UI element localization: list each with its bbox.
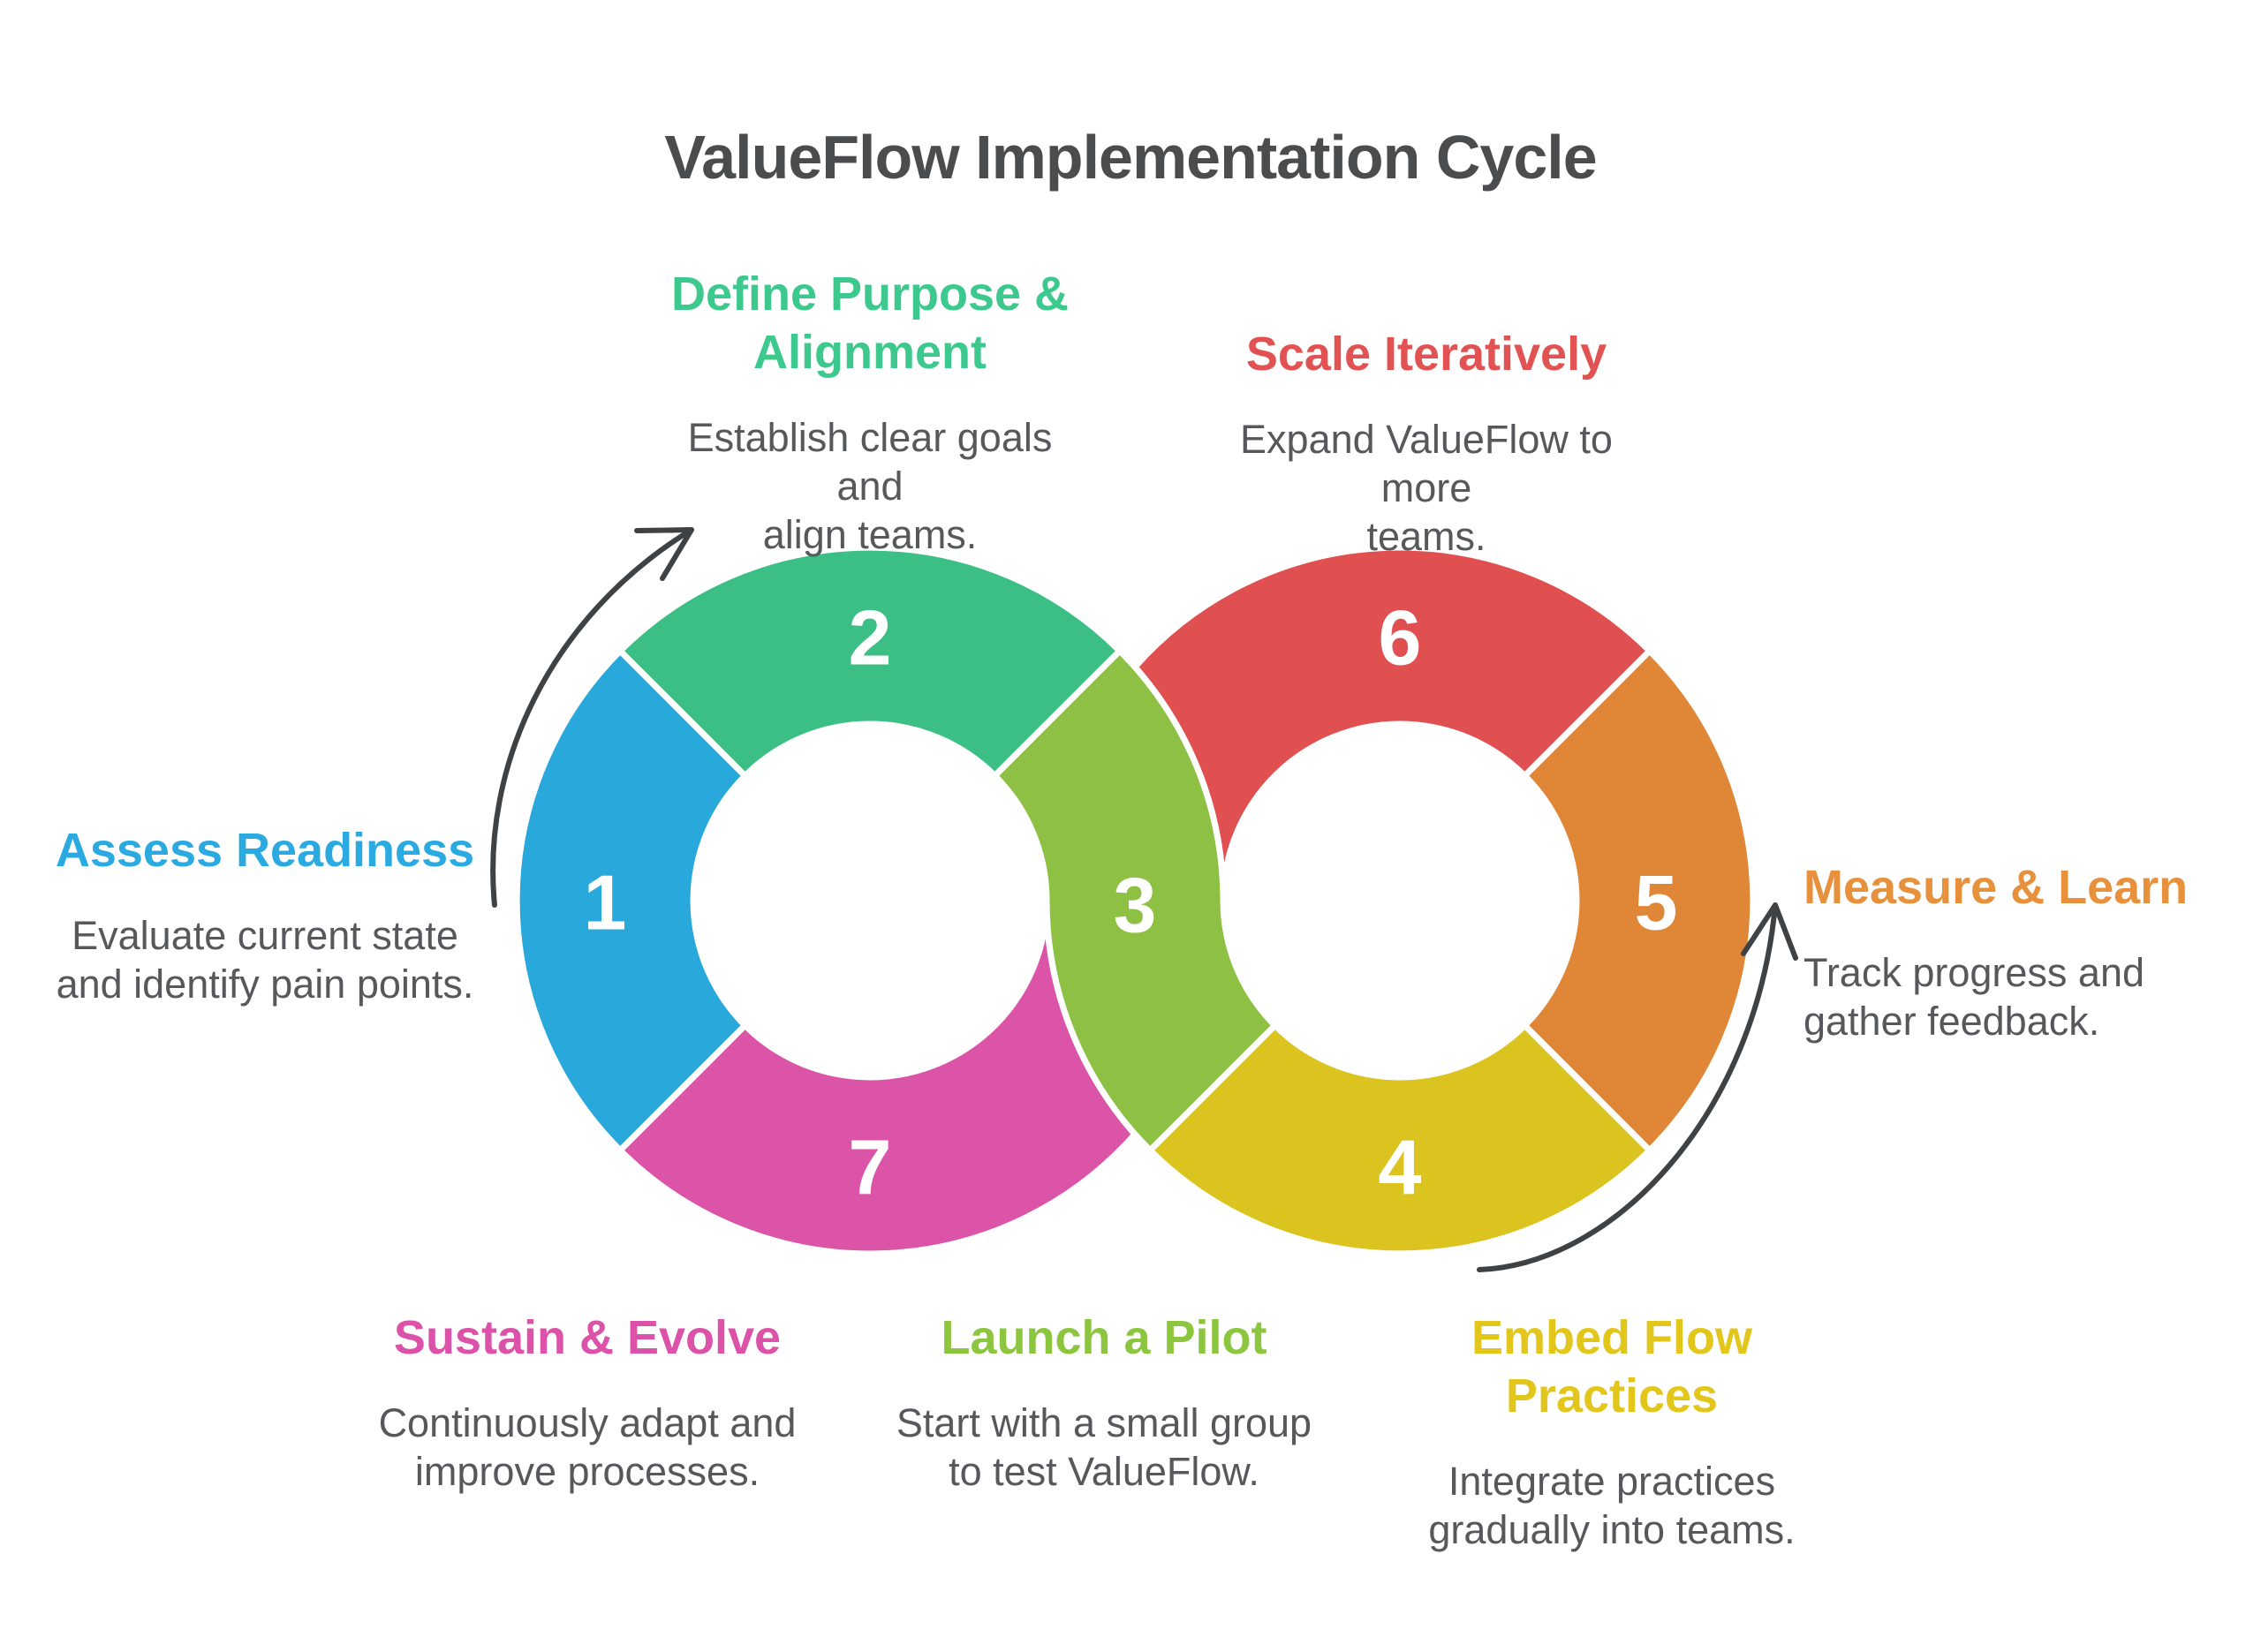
step-label-embed-flow-practices: Embed Flow Practices Integrate practices… bbox=[1382, 1309, 1841, 1554]
segment-number-3: 3 bbox=[1114, 862, 1157, 949]
segment-4-embed-flow-practices bbox=[1146, 1022, 1653, 1257]
step-title: Define Purpose & Alignment bbox=[670, 268, 1070, 379]
segment-number-6: 6 bbox=[1379, 594, 1422, 682]
segment-number-2: 2 bbox=[849, 594, 892, 682]
segment-number-1: 1 bbox=[584, 859, 627, 947]
step-title: Launch a Pilot bbox=[941, 1311, 1267, 1364]
step-label-assess-readiness: Assess Readiness Evaluate current state … bbox=[26, 821, 503, 1008]
segment-2-define-purpose bbox=[616, 544, 1123, 780]
step-description: Establish clear goals and align teams. bbox=[687, 415, 1053, 557]
step-title: Assess Readiness bbox=[55, 824, 475, 877]
step-description: Integrate practices gradually into teams… bbox=[1428, 1459, 1796, 1552]
step-title: Measure & Learn bbox=[1804, 861, 2189, 914]
step-description: Track progress and gather feedback. bbox=[1804, 950, 2144, 1044]
page-title: ValueFlow Implementation Cycle bbox=[664, 123, 1597, 192]
step-title: Scale Iteratively bbox=[1245, 328, 1607, 381]
step-description: Start with a small group to test ValueFl… bbox=[896, 1400, 1312, 1494]
step-description: Continuously adapt and improve processes… bbox=[378, 1400, 797, 1494]
segment-number-4: 4 bbox=[1379, 1124, 1422, 1211]
step-description: Expand ValueFlow to more teams. bbox=[1240, 417, 1613, 559]
step-title: Embed Flow Practices bbox=[1471, 1311, 1752, 1422]
step-title: Sustain & Evolve bbox=[393, 1311, 782, 1364]
curved-arrow-right bbox=[1477, 902, 1798, 1272]
segment-number-5: 5 bbox=[1635, 859, 1678, 947]
segment-3-launch-a-pilot bbox=[991, 647, 1279, 1154]
step-label-define-purpose: Define Purpose & Alignment Establish cle… bbox=[649, 265, 1091, 559]
curved-arrow-left bbox=[490, 527, 694, 908]
step-label-sustain-evolve: Sustain & Evolve Continuously adapt and … bbox=[367, 1309, 808, 1496]
step-label-launch-a-pilot: Launch a Pilot Start with a small group … bbox=[883, 1309, 1325, 1496]
segment-number-7: 7 bbox=[849, 1124, 892, 1211]
step-label-scale-iteratively: Scale Iteratively Expand ValueFlow to mo… bbox=[1206, 325, 1647, 561]
segment-1-assess-readiness bbox=[513, 647, 749, 1154]
step-description: Evaluate current state and identify pain… bbox=[56, 913, 474, 1007]
segment-5-measure-learn bbox=[1521, 647, 1757, 1154]
step-label-measure-learn: Measure & Learn Track progress and gathe… bbox=[1804, 858, 2261, 1045]
